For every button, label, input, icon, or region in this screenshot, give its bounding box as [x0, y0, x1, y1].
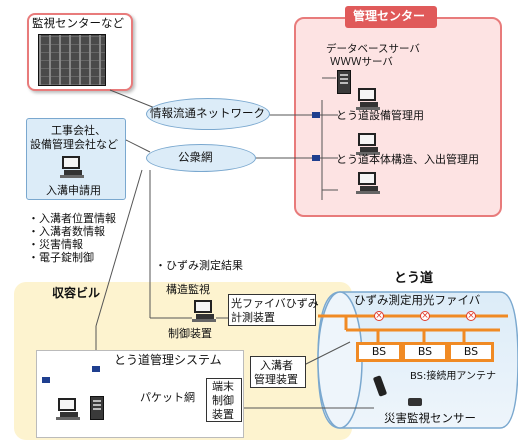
structure-pc-icon [356, 133, 380, 157]
system-pc-icon [56, 398, 80, 422]
contractor-title-line2: 設備管理会社など [30, 138, 118, 151]
server-icon [90, 396, 104, 420]
terminal-control-line2: 制御 [212, 394, 234, 407]
terminal-control-line3: 装置 [212, 408, 234, 421]
mgmt-pc-icon [356, 172, 380, 196]
management-center-title-badge [345, 6, 437, 28]
fiber-strain-line1: 光ファイバひずみ [231, 297, 319, 310]
info-list-item: ・入溝者位置情報 [28, 212, 116, 225]
entrant-mgmt-device [250, 356, 306, 388]
sensor-point-icon: × [420, 311, 430, 321]
public-network-cloud [146, 144, 256, 172]
structure-monitor-line2: 制御装置 [168, 327, 212, 340]
sensor-point-icon: × [374, 311, 384, 321]
strain-result-label: ・ひずみ測定結果 [155, 259, 243, 272]
terminal-control-device [206, 378, 242, 422]
tunnel-facility-mgmt-label: とう道設備管理用 [336, 109, 424, 122]
node-icon [42, 377, 50, 383]
bs-antenna: BS [448, 342, 494, 362]
public-network-label: 公衆網 [178, 150, 213, 164]
monitoring-center-title: 監視センターなど [32, 16, 124, 30]
node-icon [312, 155, 320, 161]
building-title: 収容ビル [52, 286, 101, 300]
fiber-strain-device [228, 294, 316, 326]
contractor-title-line1: 工事会社、 [51, 124, 106, 137]
info-list-item: ・入溝者数情報 [28, 225, 105, 238]
tunnel-title: とう道 [394, 271, 434, 286]
structure-monitor-pc-icon [192, 300, 216, 324]
node-icon [312, 112, 320, 118]
management-center-title: 管理センター [353, 9, 426, 23]
server-icon [337, 70, 351, 94]
bs-antenna: BS [402, 342, 448, 362]
terminal-control-line1: 端末 [212, 380, 234, 393]
info-network-label: 情報流通ネットワーク [150, 106, 265, 120]
info-list-item: ・災害情報 [28, 238, 83, 251]
tunnel-structure-mgmt-label: とう道本体構造、入出管理用 [336, 153, 479, 166]
antenna-legend: BS:接続用アンテナ [410, 371, 497, 382]
disaster-sensor-label: 災害監視センサー [384, 411, 476, 425]
packet-network-label: パケット網 [140, 391, 195, 404]
entry-application-label: 入溝申請用 [46, 184, 101, 197]
management-center-panel [294, 17, 502, 217]
entrant-mgmt-line1: 入溝者 [260, 359, 293, 372]
fiber-strain-line2: 計測装置 [231, 311, 275, 324]
structure-monitor-line1: 構造監視 [166, 283, 210, 296]
sensor-point-icon: × [466, 311, 476, 321]
info-network-cloud [146, 98, 270, 130]
bs-antenna: BS [356, 342, 402, 362]
www-server-label: ＷＷＷサーバ [330, 56, 393, 68]
server-rack-icon [38, 34, 106, 86]
tunnel-system-title: とう道管理システム [114, 353, 222, 367]
contractor-pc-icon [60, 156, 84, 180]
strain-fiber-label: ひずみ測定用光ファイバ [354, 293, 481, 307]
entrant-mgmt-line2: 管理装置 [254, 373, 298, 386]
db-server-label: データベースサーバ [326, 43, 420, 55]
info-list-item: ・電子錠制御 [28, 251, 94, 264]
node-icon [92, 366, 100, 372]
facility-pc-icon [356, 88, 380, 112]
sensor-icon [408, 398, 422, 406]
